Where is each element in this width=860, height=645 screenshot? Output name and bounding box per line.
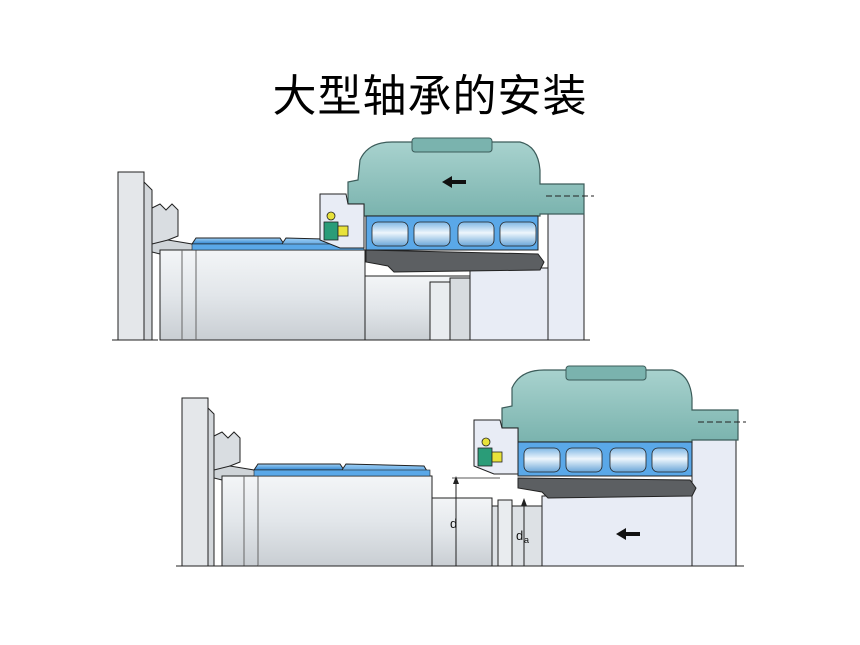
housing-bore-panel <box>469 267 549 341</box>
bearing-rollers-2 <box>517 441 693 477</box>
shaft-shoulder <box>117 171 153 341</box>
locknut <box>151 203 197 255</box>
shaft-step-2 <box>431 497 543 567</box>
bearing-rollers <box>365 215 539 251</box>
mounting-direction-arrow <box>442 176 466 188</box>
mounting-direction-arrow-2 <box>616 528 640 540</box>
figure-before-mounting <box>112 137 594 341</box>
dimension-da: d a <box>516 498 529 566</box>
abutment-diameter-label: d <box>516 528 523 543</box>
slide-title: 大型轴承的安装 <box>272 71 588 122</box>
withdrawal-sleeve-2 <box>517 477 697 499</box>
bore-diameter-label: d <box>450 516 457 531</box>
shaft-body <box>159 249 366 341</box>
seal-ring <box>319 193 365 249</box>
seal-ring-2 <box>473 419 519 475</box>
locknut-2 <box>213 431 259 481</box>
abutment-diameter-subscript: a <box>524 535 529 545</box>
adapter-sleeve-2 <box>253 463 431 477</box>
housing-bore-panel-2 <box>541 495 693 567</box>
shaft-step <box>364 275 471 341</box>
housing <box>347 137 594 217</box>
shaft-body-2 <box>221 475 433 567</box>
figure-after-mounting: d d a <box>176 365 746 567</box>
dimension-d: d <box>450 476 500 566</box>
withdrawal-sleeve <box>365 249 545 273</box>
shaft-shoulder-2 <box>181 397 215 567</box>
housing-2 <box>501 365 746 443</box>
